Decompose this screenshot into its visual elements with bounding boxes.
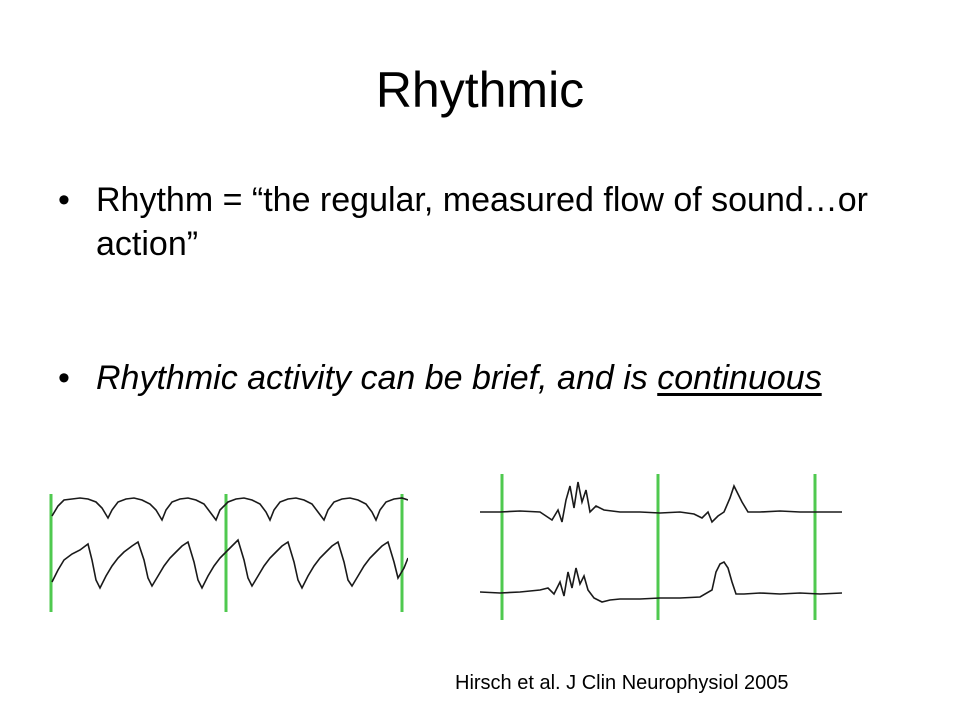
bullet-text: Rhythm = “the regular, measured flow of … [96, 181, 868, 263]
bullet-text-main: Rhythmic activity can be brief, and is [96, 359, 658, 397]
eeg-channel-top [480, 481, 842, 524]
slide-title: Rhythmic [375, 62, 585, 118]
bullet-text-underlined: continuous [657, 359, 822, 397]
eeg-trace-rhythmic [48, 490, 408, 614]
eeg-channel-bottom [51, 538, 408, 590]
eeg-channel-top [51, 497, 408, 522]
bullet-rhythm-definition: • Rhythm = “the regular, measured flow o… [58, 178, 876, 266]
eeg-trace-brief [480, 472, 842, 622]
bullet-marker: • [58, 359, 70, 397]
bullet-marker: • [58, 181, 70, 219]
eeg-channel-bottom [480, 560, 842, 603]
bullet-rhythmic-activity: • Rhythmic activity can be brief, and is… [58, 356, 876, 400]
citation: Hirsch et al. J Clin Neurophysiol 2005 [455, 672, 789, 694]
bullet-text: Rhythmic activity can be brief, and is c… [96, 356, 876, 400]
